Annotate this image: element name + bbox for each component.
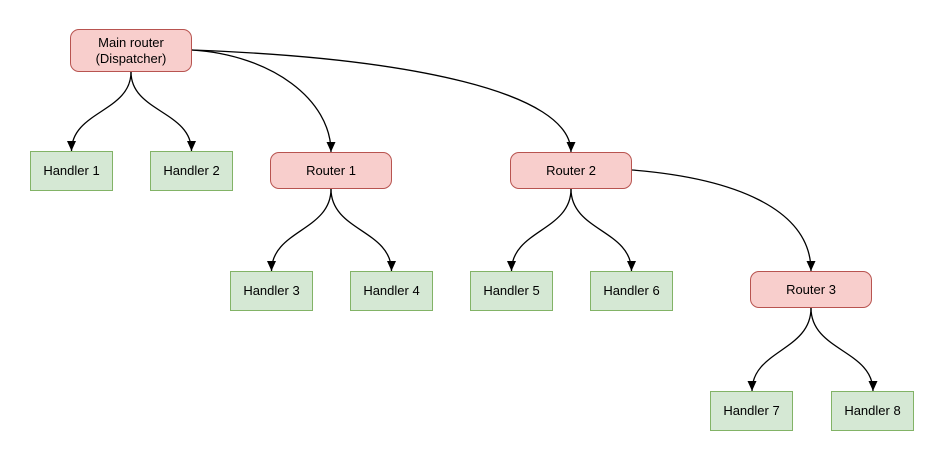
node-handler-7: Handler 7 (710, 391, 793, 431)
node-router-3: Router 3 (750, 271, 872, 308)
edge-main-to-router-2 (191, 49, 576, 153)
node-handler-1: Handler 1 (30, 151, 113, 191)
node-handler-6: Handler 6 (590, 271, 673, 311)
node-router-1: Router 1 (270, 152, 392, 189)
edge-main-to-handler-2 (130, 71, 196, 152)
edge-router-3-to-handler-7 (747, 307, 812, 392)
edge-router-1-to-handler-4 (330, 188, 396, 272)
edge-router-2-to-handler-5 (507, 188, 572, 272)
edge-router-2-to-router-3 (631, 169, 816, 272)
node-main-router: Main router (Dispatcher) (70, 29, 192, 72)
node-handler-5: Handler 5 (470, 271, 553, 311)
node-handler-8: Handler 8 (831, 391, 914, 431)
node-handler-2: Handler 2 (150, 151, 233, 191)
edge-router-3-to-handler-8 (810, 307, 878, 392)
edge-main-to-handler-1 (67, 71, 132, 152)
edge-router-1-to-handler-3 (267, 188, 332, 272)
edge-main-to-router-1 (191, 49, 336, 153)
node-handler-4: Handler 4 (350, 271, 433, 311)
edge-router-2-to-handler-6 (570, 188, 636, 272)
node-router-2: Router 2 (510, 152, 632, 189)
node-handler-3: Handler 3 (230, 271, 313, 311)
